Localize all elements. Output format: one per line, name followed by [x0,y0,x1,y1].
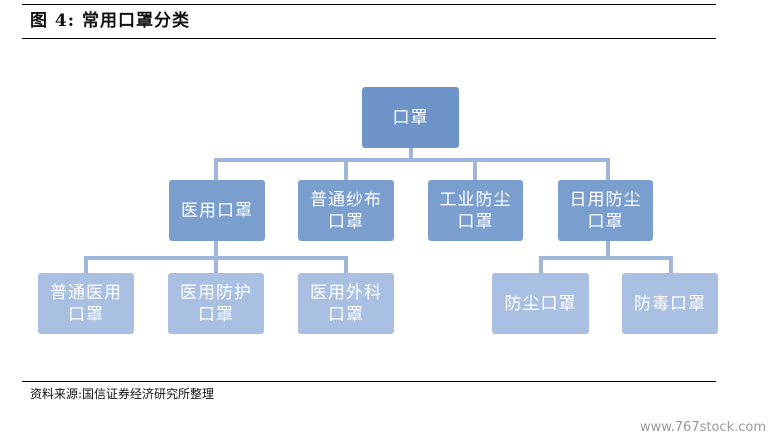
watermark: www.767stock.com [639,420,766,435]
branch-surgical [344,256,348,273]
figure-title: 图 4: 常用口罩分类 [30,11,190,31]
branch-gas [669,256,673,273]
medical-stem [214,241,218,257]
branch-daily [606,158,610,180]
node-industrial-dust-mask: 工业防尘 口罩 [428,180,523,241]
node-dust-mask: 防尘口罩 [492,273,589,334]
node-medical-mask: 医用口罩 [169,180,265,241]
node-gas-mask: 防毒口罩 [622,273,718,334]
node-root-mask: 口罩 [362,87,459,148]
branch-industrial [473,158,477,180]
daily-stem [606,241,610,257]
source-note: 资料来源:国信证券经济研究所整理 [30,387,215,401]
title-rule [22,38,716,39]
branch-medical [214,158,218,180]
node-ordinary-medical-mask: 普通医用 口罩 [38,273,134,334]
branch-gauze [344,158,348,180]
branch-ordinary-medical [84,256,88,273]
node-medical-surgical-mask: 医用外科 口罩 [298,273,394,334]
top-rule [22,4,716,5]
branch-dust [539,256,543,273]
level1-bus [214,158,610,162]
node-gauze-mask: 普通纱布 口罩 [298,180,394,241]
root-stem [409,148,413,160]
branch-protective [214,256,218,273]
node-daily-dust-mask: 日用防尘 口罩 [558,180,653,241]
daily-bus [539,256,673,260]
footer-rule [22,381,716,382]
node-medical-protective-mask: 医用防护 口罩 [168,273,264,334]
